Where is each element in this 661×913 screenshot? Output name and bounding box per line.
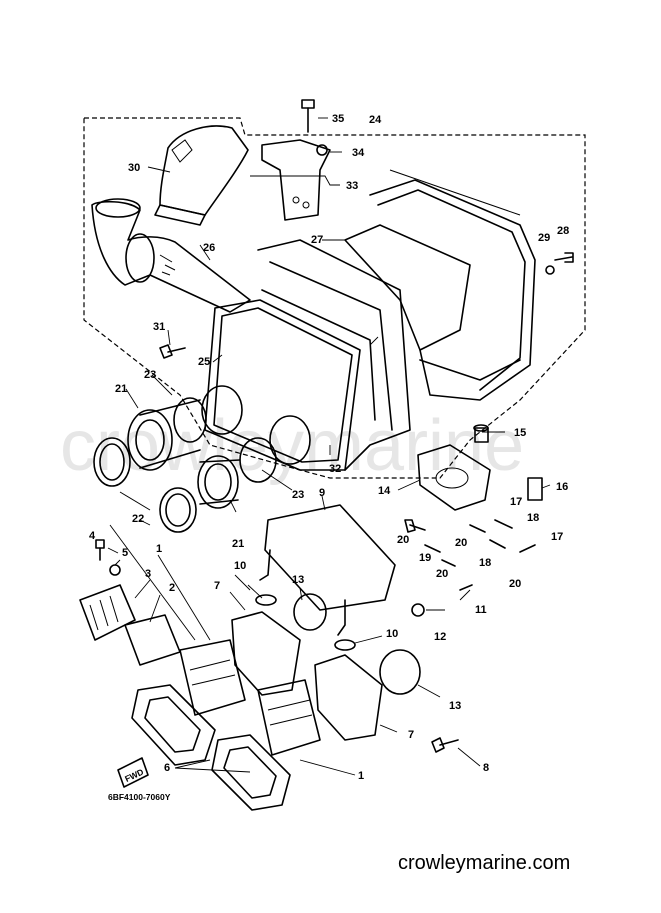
leader-lines bbox=[107, 117, 551, 776]
parts-1-5-reed-valves bbox=[79, 539, 321, 756]
parts-21-23-boots-upper bbox=[93, 385, 311, 487]
parts-21-23-boots-lower bbox=[159, 455, 241, 533]
callout-1-lower: 1 bbox=[358, 770, 364, 782]
part-12-nut bbox=[411, 603, 425, 617]
callout-13-lower: 13 bbox=[449, 700, 461, 712]
callout-28: 28 bbox=[557, 225, 569, 237]
callout-29: 29 bbox=[538, 232, 550, 244]
part-8-bolt bbox=[431, 737, 459, 753]
callout-14: 14 bbox=[378, 485, 391, 497]
callout-23-upper: 23 bbox=[144, 369, 156, 381]
callout-19: 19 bbox=[419, 552, 431, 564]
callout-20-b: 20 bbox=[455, 537, 467, 549]
callout-7-lower: 7 bbox=[408, 729, 414, 741]
callout-18-b: 18 bbox=[479, 557, 491, 569]
part-30-elbow-duct bbox=[154, 125, 249, 226]
callout-17-b: 17 bbox=[551, 531, 563, 543]
callout-9: 9 bbox=[319, 487, 325, 499]
callout-16: 16 bbox=[556, 481, 568, 493]
callout-20-c: 20 bbox=[436, 568, 448, 580]
callout-21-lower: 21 bbox=[232, 538, 244, 550]
callout-25: 25 bbox=[198, 356, 210, 368]
callout-26: 26 bbox=[203, 242, 215, 254]
callout-35: 35 bbox=[332, 113, 344, 125]
callout-11: 11 bbox=[475, 604, 487, 616]
callout-12: 12 bbox=[434, 631, 446, 643]
callout-20-a: 20 bbox=[397, 534, 409, 546]
callout-30: 30 bbox=[128, 162, 140, 174]
callout-6: 6 bbox=[164, 762, 170, 774]
drawing-code: 6BF4100-7060Y bbox=[108, 792, 171, 802]
callout-10-upper: 10 bbox=[234, 560, 246, 572]
footer-url[interactable]: crowleymarine.com bbox=[398, 852, 571, 874]
callout-2: 2 bbox=[169, 582, 175, 594]
callout-5: 5 bbox=[122, 547, 128, 559]
callout-1-upper: 1 bbox=[156, 543, 162, 555]
callout-24: 24 bbox=[369, 114, 382, 126]
part-14-manifold-plate bbox=[417, 424, 543, 511]
callout-18-a: 18 bbox=[527, 512, 539, 524]
callout-10-lower: 10 bbox=[386, 628, 398, 640]
callout-27: 27 bbox=[311, 234, 323, 246]
callout-8: 8 bbox=[483, 762, 489, 774]
callout-labels: 35 24 34 30 33 26 27 28 29 31 25 23 21 1… bbox=[89, 113, 569, 782]
callout-34: 34 bbox=[352, 147, 365, 159]
callout-31: 31 bbox=[153, 321, 165, 333]
callout-17-a: 17 bbox=[510, 496, 522, 508]
part-31-bolt bbox=[159, 344, 186, 359]
callout-23-lower: 23 bbox=[292, 489, 304, 501]
part-26-intake-tube bbox=[91, 198, 251, 313]
callout-15: 15 bbox=[514, 427, 526, 439]
watermark-text: crowleymarine bbox=[60, 406, 524, 486]
callout-4: 4 bbox=[89, 530, 96, 542]
part-27-gasket-and-cover bbox=[344, 169, 536, 401]
callout-32: 32 bbox=[329, 463, 341, 475]
assembly-boundary bbox=[83, 117, 586, 479]
callout-20-d: 20 bbox=[509, 578, 521, 590]
callout-3: 3 bbox=[145, 568, 151, 580]
fwd-marker: FWD bbox=[117, 757, 149, 788]
callout-21-upper: 21 bbox=[115, 383, 127, 395]
parts-17-20-fittings bbox=[404, 519, 536, 591]
callout-22: 22 bbox=[132, 513, 144, 525]
parts-28-29-bolt-washer bbox=[545, 252, 574, 275]
callout-13-upper: 13 bbox=[292, 574, 304, 586]
part-33-bracket bbox=[261, 99, 331, 221]
part-9-silencer bbox=[259, 504, 396, 636]
parts-7-10-13-holders bbox=[231, 593, 421, 741]
part-25-airbox bbox=[204, 239, 411, 471]
callout-7-upper: 7 bbox=[214, 580, 220, 592]
callout-33: 33 bbox=[346, 180, 358, 192]
